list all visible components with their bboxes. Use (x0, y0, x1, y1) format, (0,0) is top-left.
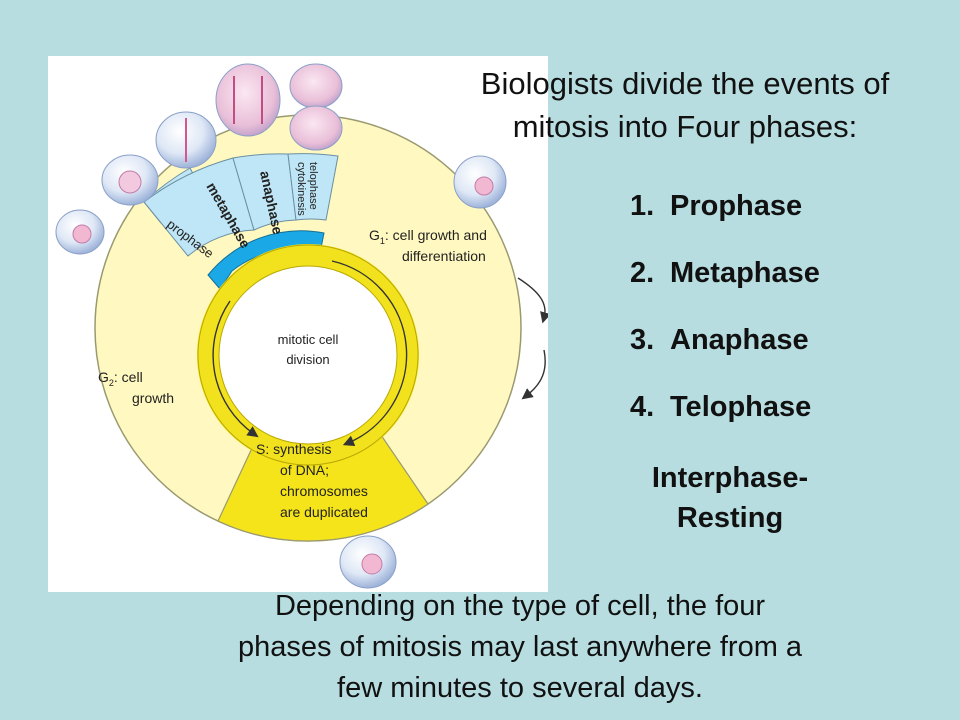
ring-arrow-left (212, 300, 259, 438)
label-s-line2: of DNA; (280, 462, 329, 478)
cell-illustration-telophase (289, 63, 343, 151)
phase-number: 2. (630, 257, 655, 289)
interphase-line-1: Interphase- (651, 462, 809, 494)
inner-ring (197, 244, 419, 466)
footer-line-1: Depending on the type of cell, the four (274, 590, 766, 622)
phase-number: 3. (630, 324, 655, 356)
cell-illustration-late-prophase (101, 154, 159, 206)
heading-line-1: Biologists divide the events of (480, 66, 890, 101)
phase-label: Metaphase (670, 257, 820, 289)
interphase-line-2: Resting (676, 502, 784, 534)
phase-list: 1. Prophase 2. Metaphase 3. Anaphase 4. Telo… (630, 184, 820, 452)
label-cytokinesis: cytokinesis (295, 162, 307, 216)
phase-item-anaphase: 3. Anaphase (630, 318, 820, 385)
phase-item-prophase: 1. Prophase (630, 184, 820, 251)
footer-line-3: few minutes to several days. (337, 672, 703, 704)
label-g1: G1: cell growth and (369, 227, 487, 246)
label-s-line3: chromosomes (280, 483, 368, 499)
cell-cycle-figure: prophase metaphase anaphase telophase cy… (48, 56, 548, 592)
label-center-line2: division (286, 352, 329, 367)
label-s-line4: are duplicated (280, 504, 368, 520)
phase-label: Telophase (670, 391, 812, 423)
phase-item-telophase: 4. Telophase (630, 385, 820, 452)
label-telophase: telophase (307, 162, 319, 210)
footer-line-2: phases of mitosis may last anywhere from… (237, 631, 803, 663)
heading-line-2: mitosis into Four phases: (512, 109, 858, 144)
cell-illustration-g1 (453, 155, 507, 209)
phase-label: Anaphase (670, 324, 809, 356)
phase-number: 4. (630, 391, 655, 423)
ring-arrow-right (331, 260, 408, 446)
phase-number: 1. (630, 190, 655, 222)
label-center-line1: mitotic cell (278, 332, 339, 347)
label-s-line1: S: synthesis (256, 441, 331, 457)
interphase-note: Interphase- Resting (620, 458, 840, 538)
phase-label: Prophase (670, 190, 803, 222)
label-g2: G2: cell (98, 369, 143, 388)
cell-illustration-prophase (55, 209, 105, 255)
phase-item-metaphase: 2. Metaphase (630, 251, 820, 318)
outer-arrow-top (517, 277, 548, 324)
outer-arrow-bottom (521, 349, 546, 400)
cell-illustration-metaphase (155, 111, 217, 169)
heading: Biologists divide the events of mitosis … (430, 62, 940, 148)
footer-text: Depending on the type of cell, the four … (130, 586, 910, 709)
cell-cycle-diagram: prophase metaphase anaphase telophase cy… (55, 63, 548, 589)
telophase-segment (287, 153, 339, 221)
cell-illustration-s (339, 535, 397, 589)
label-g1-line2: differentiation (402, 248, 486, 264)
cell-illustration-anaphase (215, 63, 281, 137)
label-g2-line2: growth (132, 390, 174, 406)
